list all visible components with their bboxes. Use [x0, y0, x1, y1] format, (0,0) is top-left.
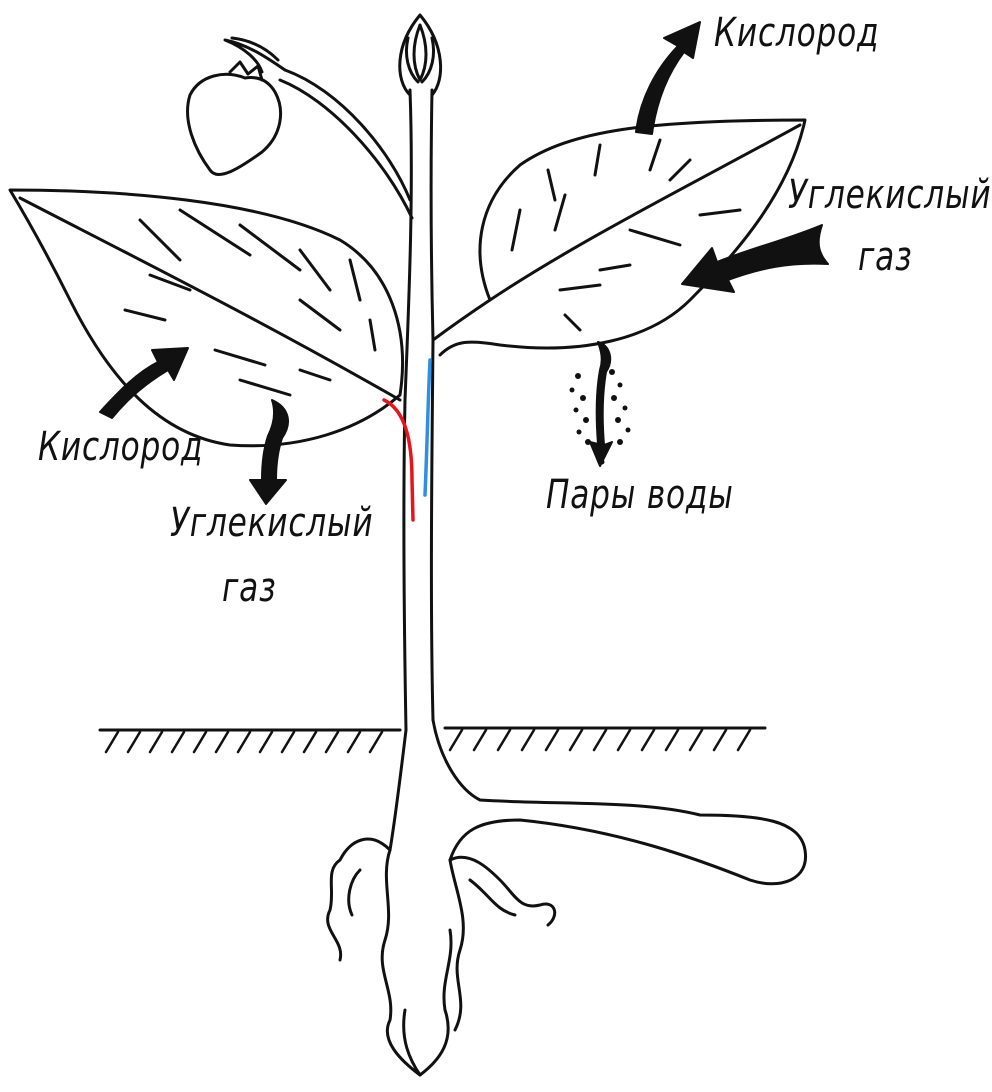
- phloem-vessel-blue: [425, 360, 430, 495]
- right-leaf: [433, 120, 805, 355]
- soil-surface: [100, 728, 765, 752]
- oxygen-label-left: Кислород: [38, 424, 203, 470]
- co2-label-right-line2: газ: [858, 234, 912, 280]
- water-vapor-arrow: [590, 342, 612, 466]
- fruit: [188, 74, 281, 174]
- co2-arrow-right: [682, 225, 828, 292]
- oxygen-arrow-top-right: [636, 22, 700, 134]
- co2-label-right-line1: Углекислый: [788, 172, 991, 218]
- oxygen-label-top-right: Кислород: [714, 10, 879, 56]
- co2-arrow-left: [250, 400, 288, 504]
- stem: [400, 15, 441, 730]
- left-leaf: [10, 190, 403, 446]
- water-vapor-label: Пары воды: [546, 472, 734, 518]
- oxygen-arrow-left: [100, 348, 188, 418]
- xylem-vessel-red: [384, 400, 413, 520]
- co2-label-left-line2: газ: [222, 565, 276, 611]
- fruit-branch: [188, 38, 412, 218]
- root-system: [328, 720, 806, 1075]
- co2-label-left-line1: Углекислый: [170, 500, 373, 546]
